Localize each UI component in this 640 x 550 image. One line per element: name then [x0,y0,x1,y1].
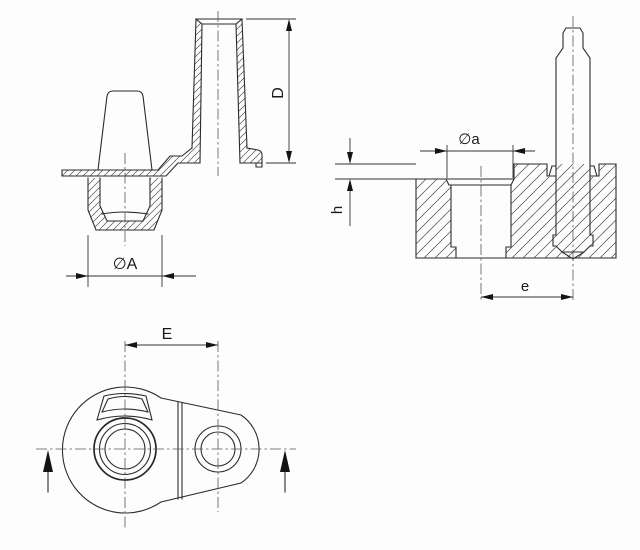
section-hatching [62,19,262,230]
dimension-E: E [125,326,218,348]
step-edge-lines [177,401,183,500]
installation-section-view: ∅a h e [329,16,617,302]
dimension-label-a: ∅a [458,131,480,148]
dimension-label-E: E [162,326,173,343]
mounting-block-hatching [416,164,616,258]
dimension-e: e [481,278,573,300]
front-section-view: D ∅A [61,11,296,287]
body-outline [61,386,260,514]
retaining-tab [96,392,153,421]
part-outline [61,18,263,231]
section-arrows [43,450,290,493]
dimension-label-h: h [329,206,346,214]
dimension-D: D [246,18,296,164]
dimension-label-A: ∅A [113,256,138,273]
dimension-A: ∅A [66,235,196,287]
dimension-label-D: D [270,87,287,99]
cone-plug [97,90,153,171]
top-view: E [36,326,296,528]
dimension-a: ∅a [420,131,535,178]
drift-pin [552,27,594,260]
block-outline [415,163,617,259]
dimension-h: h [329,138,416,226]
dimension-label-e: e [521,278,529,295]
